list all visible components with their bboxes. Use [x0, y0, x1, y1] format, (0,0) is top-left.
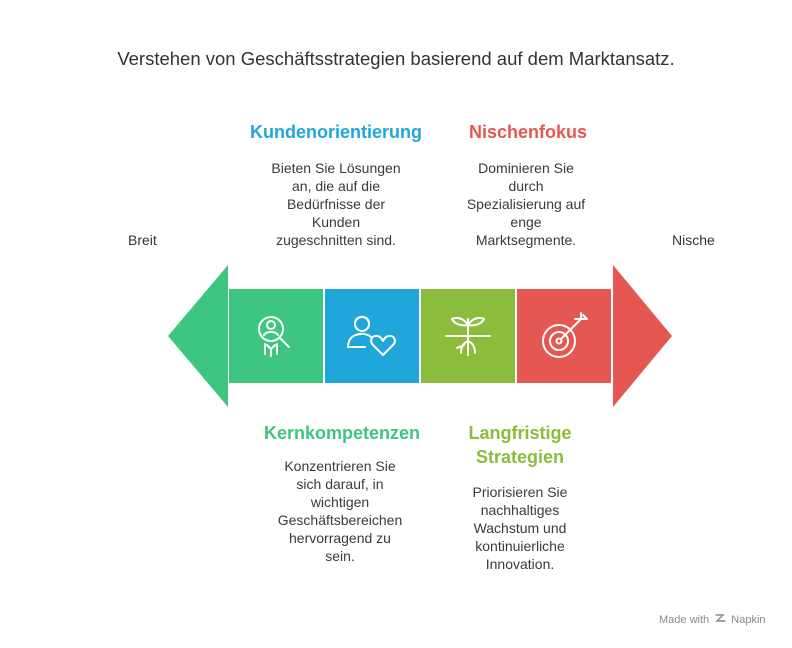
description-line: Innovation.: [485, 556, 555, 572]
footer-credit: Made with Napkin: [659, 613, 766, 626]
description-line: an, die auf die: [292, 178, 380, 194]
description-langfristige-strategien: Priorisieren Sie nachhaltiges Wachstum u…: [430, 483, 610, 573]
description-line: Dominieren Sie: [478, 160, 574, 176]
target-arrow-icon: [542, 312, 588, 358]
tile-nischenfokus: [517, 289, 611, 383]
description-nischenfokus: Dominieren Sie durch Spezialisierung auf…: [436, 159, 616, 249]
napkin-brand-text: Napkin: [731, 614, 766, 626]
description-line: kontinuierliche: [475, 538, 565, 554]
description-line: nachhaltiges: [480, 502, 560, 518]
heading-kernkompetenzen: Kernkompetenzen: [263, 423, 421, 443]
description-line: hervorragend zu: [289, 530, 391, 546]
heading-kundenorientierung: Kundenorientierung: [250, 122, 422, 142]
sprout-roots-icon: [445, 316, 491, 356]
tile-langfristige-strategien: [421, 289, 515, 383]
description-line: zugeschnitten sind.: [276, 232, 396, 248]
tile-kernkompetenzen: [229, 289, 323, 383]
right-arrow-head: [613, 265, 672, 407]
description-line: durch: [508, 178, 544, 194]
tile-kundenorientierung: [325, 289, 419, 383]
description-line: Spezialisierung auf: [466, 196, 586, 212]
description-line: Wachstum und: [473, 520, 567, 536]
right-end-label: Nische: [672, 232, 715, 248]
heading-nischenfokus: Nischenfokus: [468, 122, 588, 142]
left-end-label: Breit: [128, 232, 157, 248]
description-line: Kunden: [311, 214, 361, 230]
person-magnifier-icon: [258, 316, 290, 357]
heading-line: Strategien: [475, 447, 565, 467]
left-arrow-head: [168, 265, 228, 407]
description-line: Konzentrieren Sie: [284, 458, 396, 474]
heading-line: Langfristige: [468, 423, 572, 443]
description-line: Bedürfnisse der: [286, 196, 386, 212]
description-line: enge: [510, 214, 542, 230]
description-line: sein.: [325, 548, 355, 564]
description-line: wichtigen: [310, 494, 370, 510]
description-line: Priorisieren Sie: [472, 484, 568, 500]
description-kernkompetenzen: Konzentrieren Sie sich darauf, in wichti…: [250, 457, 430, 565]
person-heart-icon: [347, 315, 396, 356]
description-line: Geschäftsbereichen: [277, 512, 403, 528]
napkin-logo-icon: [715, 614, 726, 622]
description-line: Bieten Sie Lösungen: [271, 160, 401, 176]
description-line: sich darauf, in: [296, 476, 384, 492]
description-line: Marktsegmente.: [475, 232, 577, 248]
diagram-title: Verstehen von Geschäftsstrategien basier…: [117, 48, 675, 69]
heading-langfristige-strategien: Langfristige Strategien: [410, 421, 630, 469]
description-kundenorientierung: Bieten Sie Lösungen an, die auf die Bedü…: [246, 159, 426, 249]
made-with-text: Made with: [659, 614, 710, 626]
